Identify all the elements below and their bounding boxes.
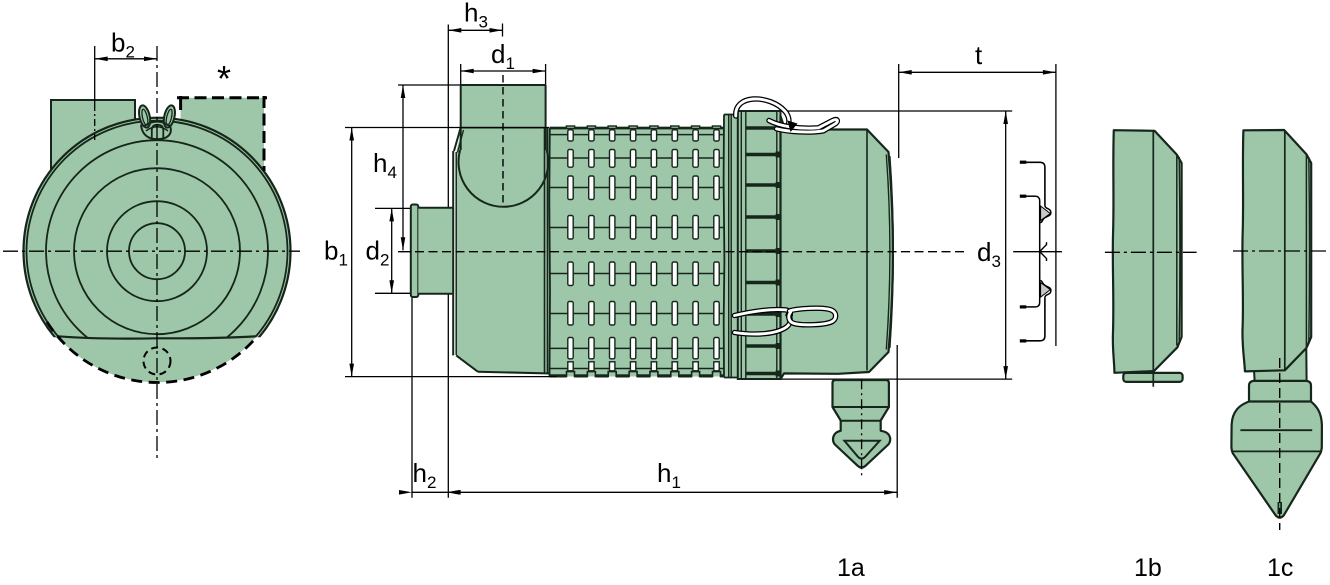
svg-text:t: t: [975, 40, 983, 70]
svg-text:1a: 1a: [837, 554, 865, 582]
svg-text:*: *: [217, 58, 231, 99]
svg-text:1b: 1b: [1134, 554, 1162, 582]
svg-text:1c: 1c: [1267, 554, 1293, 582]
